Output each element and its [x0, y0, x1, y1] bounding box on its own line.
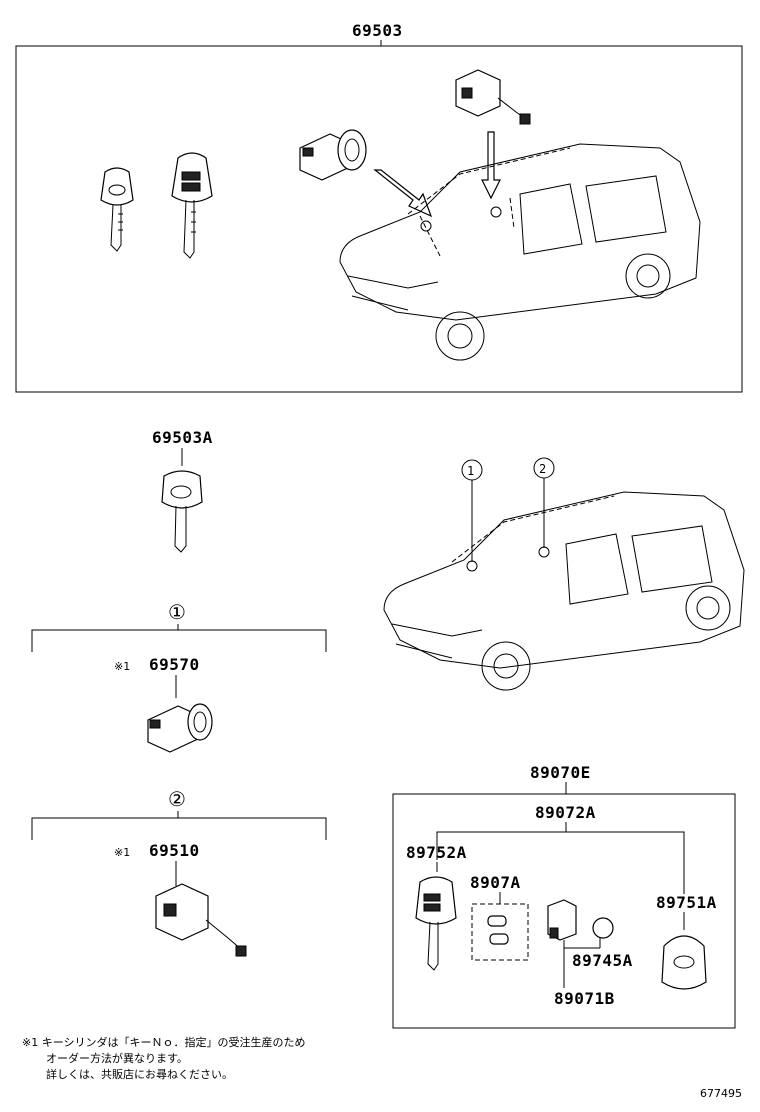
footnote-line-2: オーダー方法が異なります。 — [46, 1051, 188, 1065]
key-head-89751A-illustration — [661, 935, 707, 990]
car-callout-1: 1 — [467, 464, 474, 478]
part-number-89072A: 89072A — [535, 803, 596, 822]
part-number-69570: 69570 — [149, 655, 200, 674]
button-pad-8907A-illustration — [471, 903, 529, 961]
footnote: ※1 キーシリンダは「キーＮｏ．指定」の受注生産のため オーダー方法が異なります… — [22, 1035, 306, 1081]
battery-89745A-illustration — [592, 917, 614, 939]
circle-label-2: ② — [168, 787, 186, 811]
part-number-69510: 69510 — [149, 841, 200, 860]
reference-mark-69570: ※1 — [114, 660, 130, 673]
remote-key-illustration — [171, 152, 213, 259]
car-callout-2: 2 — [539, 462, 546, 476]
key-illustration — [100, 167, 134, 252]
door-cylinder-69510-illustration — [155, 883, 247, 957]
ignition-cylinder-69570-illustration — [147, 703, 213, 753]
group-2: ② ※1 69510 — [31, 787, 327, 957]
part-number-89751A: 89751A — [656, 893, 717, 912]
assembly-box-69503 — [15, 45, 743, 393]
part-number-89745A: 89745A — [572, 951, 633, 970]
part-number-69503A: 69503A — [152, 428, 213, 447]
part-number-8907A: 8907A — [470, 873, 521, 892]
ignition-cylinder-illustration — [299, 129, 367, 181]
car-illustration-middle: 1 2 — [383, 457, 745, 691]
footnote-line-3: 詳しくは、共販店にお尋ねください。 — [46, 1067, 233, 1081]
door-cylinder-illustration — [455, 69, 531, 125]
reference-mark-69510: ※1 — [114, 846, 130, 859]
circle-label-1: ① — [168, 600, 186, 624]
part-69503A: 69503A — [152, 428, 213, 553]
assembly-69503: 69503 — [15, 21, 743, 393]
footnote-line-1: ※1 キーシリンダは「キーＮｏ．指定」の受注生産のため — [22, 1035, 306, 1049]
figure-id: 677495 — [700, 1087, 742, 1100]
assembly-box-89070E — [392, 793, 736, 1029]
part-number-89071B: 89071B — [554, 989, 615, 1008]
part-number-89752A: 89752A — [406, 843, 467, 862]
car-illustration-top — [339, 143, 701, 361]
transmitter-housing-illustration — [547, 899, 577, 941]
group-1: ① ※1 69570 — [31, 600, 327, 753]
part-number-69503: 69503 — [352, 21, 403, 40]
assembly-89070E: 89070E 89072A 89752A 8907A 89745A 89071B… — [392, 763, 736, 1029]
remote-key-89752A-illustration — [415, 876, 457, 971]
part-number-89070E: 89070E — [530, 763, 591, 782]
